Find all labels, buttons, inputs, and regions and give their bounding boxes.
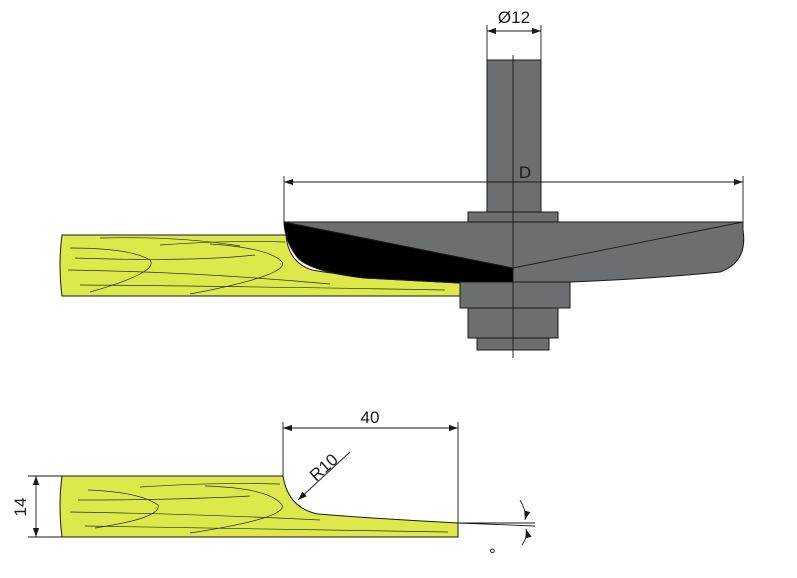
- top-assembly: Ø12 D: [59, 8, 745, 358]
- shank-diameter-label: Ø12: [498, 8, 530, 27]
- cutter-diameter-dimension: D: [283, 163, 744, 222]
- cutter-diameter-label: D: [519, 163, 531, 182]
- board-thickness-label: 14: [11, 498, 30, 517]
- top-wood-board: [59, 234, 461, 297]
- bearing-upper: [459, 281, 571, 309]
- bevel-angle-dimension: °: [457, 499, 536, 564]
- board-thickness-dimension: 14: [11, 475, 62, 538]
- cutting-edge: [283, 221, 514, 284]
- profile-radius-leader: R10: [297, 450, 351, 501]
- shank-diameter-dimension: Ø12: [486, 8, 542, 60]
- profile-section: 40 R10 14 °: [11, 408, 536, 564]
- bevel-angle-label: °: [489, 545, 496, 564]
- shank: [486, 59, 542, 213]
- profile-radius-label: R10: [306, 450, 342, 485]
- profile-width-label: 40: [361, 408, 380, 427]
- profile-wood-board: [59, 475, 459, 538]
- profile-width-dimension: 40: [282, 408, 459, 523]
- cutter-facet-line: [512, 221, 744, 269]
